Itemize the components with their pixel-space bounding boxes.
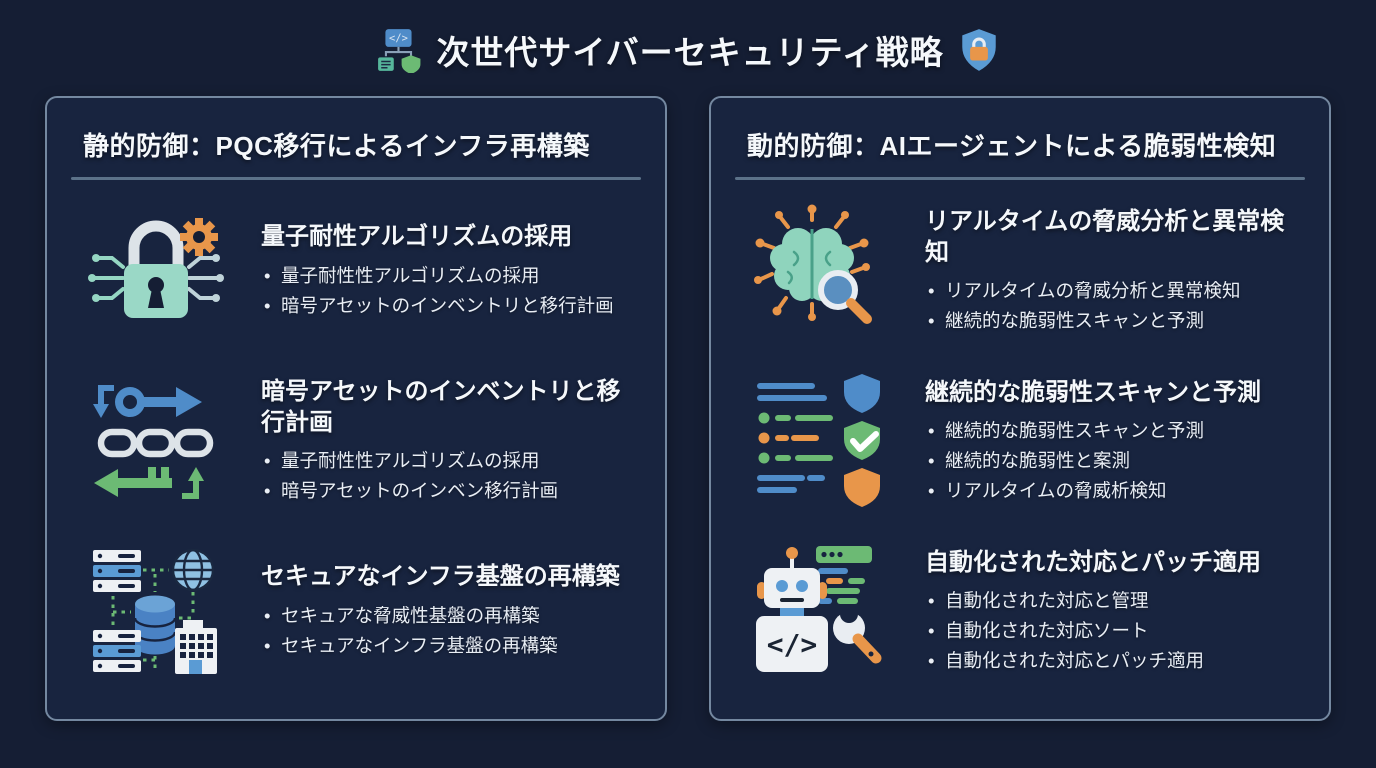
quantum-lock-gear-circuit-icon — [67, 197, 245, 347]
list-item: リアルタイムの脅威分析と異常検知 リアルタイムの脅威分析と異常検知 継続的な脆弱… — [731, 196, 1309, 348]
bullet-list: 量子耐性性アルゴリズムの採用 暗号アセットのインベントリと移行計画 — [261, 262, 614, 320]
item-text: 継続的な脆弱性スキャンと予測 継続的な脆弱性スキャンと予測 継続的な脆弱性と案測… — [925, 378, 1261, 507]
item-text: リアルタイムの脅威分析と異常検知 リアルタイムの脅威分析と異常検知 継続的な脆弱… — [925, 207, 1287, 337]
bullet-list: リアルタイムの脅威分析と異常検知 継続的な脆弱性スキャンと予測 — [925, 277, 1287, 335]
svg-text:</>: </> — [767, 628, 818, 661]
bullet-item: 量子耐性性アルゴリズムの採用 — [261, 447, 623, 475]
bullet-list: 継続的な脆弱性スキャンと予測 継続的な脆弱性と案測 リアルタイムの脅威析検知 — [925, 417, 1261, 504]
panel-header: 静的防御：PQC移行によるインフラ再構築 — [83, 131, 590, 161]
code-flowchart-shield-icon: </> — [376, 27, 422, 73]
bullet-item: 暗号アセットのインベン移行計画 — [261, 477, 623, 505]
item-title: セキュアなインフラ基盤の再構築 — [261, 563, 620, 591]
item-title: 量子耐性アルゴリズムの採用 — [261, 223, 573, 251]
shield-lock-icon — [958, 27, 1000, 73]
bullet-item: 自動化された対応とパッチ適用 — [925, 647, 1261, 675]
bullet-item: リアルタイムの脅威析検知 — [925, 477, 1261, 505]
item-title: リアルタイムの脅威分析と異常検知 — [925, 208, 1285, 266]
bullet-item: セキュアな脅威性基盤の再構築 — [261, 602, 620, 630]
page-title: 次世代サイバーセキュリティ戦略 — [436, 34, 944, 71]
list-item: 継続的な脆弱性スキャンと予測 継続的な脆弱性スキャンと予測 継続的な脆弱性と案測… — [731, 366, 1309, 518]
list-item: 暗号アセットのインベントリと移行計画 量子耐性性アルゴリズムの採用 暗号アセット… — [67, 366, 645, 518]
scan-checklist-shields-icon — [731, 367, 909, 517]
item-text: 自動化された対応とパッチ適用 自動化された対応と管理 自動化された対応ソート 自… — [925, 548, 1261, 677]
list-item: 量子耐性アルゴリズムの採用 量子耐性性アルゴリズムの採用 暗号アセットのインベン… — [67, 196, 645, 348]
svg-text:</>: </> — [389, 33, 408, 45]
panels-container: 静的防御：PQC移行によるインフラ再構築 — [45, 96, 1331, 721]
bullet-item: 自動化された対応と管理 — [925, 587, 1261, 615]
panel-dynamic-defense: 動的防御：AIエージェントによる脆弱性検知 — [709, 96, 1331, 721]
list-item: セキュアなインフラ基盤の再構築 セキュアな脅威性基盤の再構築 セキュアなインフラ… — [67, 536, 645, 688]
item-text: 暗号アセットのインベントリと移行計画 量子耐性性アルゴリズムの採用 暗号アセット… — [261, 377, 623, 507]
item-text: 量子耐性アルゴリズムの採用 量子耐性性アルゴリズムの採用 暗号アセットのインベン… — [261, 222, 614, 321]
item-title: 継続的な脆弱性スキャンと予測 — [925, 378, 1261, 406]
bullet-item: 継続的な脆弱性と案測 — [925, 447, 1261, 475]
panel-header: 動的防御：AIエージェントによる脆弱性検知 — [747, 131, 1277, 161]
item-title: 暗号アセットのインベントリと移行計画 — [261, 378, 621, 436]
bullet-list: セキュアな脅威性基盤の再構築 セキュアなインフラ基盤の再構築 — [261, 602, 620, 660]
automation-robot-wrench-icon: </> — [731, 537, 909, 687]
panel-header-divider — [71, 177, 641, 180]
bullet-item: リアルタイムの脅威分析と異常検知 — [925, 277, 1287, 305]
title-bar: </> 次世代サイバーセキュリティ戦略 — [0, 0, 1376, 96]
panel-static-defense: 静的防御：PQC移行によるインフラ再構築 — [45, 96, 667, 721]
bullet-item: 暗号アセットのインベントリと移行計画 — [261, 292, 614, 320]
panel-header-divider — [735, 177, 1305, 180]
list-item: </> 自動化された対応とパッチ適用 自動化された対応と管理 自動化された対応ソ… — [731, 536, 1309, 688]
bullet-item: 継続的な脆弱性スキャンと予測 — [925, 307, 1287, 335]
bullet-item: 自動化された対応ソート — [925, 617, 1261, 645]
item-text: セキュアなインフラ基盤の再構築 セキュアな脅威性基盤の再構築 セキュアなインフラ… — [261, 562, 620, 661]
bullet-list: 量子耐性性アルゴリズムの採用 暗号アセットのインベン移行計画 — [261, 447, 623, 505]
ai-brain-magnifier-icon — [731, 197, 909, 347]
secure-infrastructure-network-icon — [67, 537, 245, 687]
bullet-item: セキュアなインフラ基盤の再構築 — [261, 632, 620, 660]
item-title: 自動化された対応とパッチ適用 — [925, 548, 1261, 576]
bullet-item: 継続的な脆弱性スキャンと予測 — [925, 417, 1261, 445]
bullet-list: 自動化された対応と管理 自動化された対応ソート 自動化された対応とパッチ適用 — [925, 587, 1261, 674]
key-chain-migration-icon — [67, 367, 245, 517]
bullet-item: 量子耐性性アルゴリズムの採用 — [261, 262, 614, 290]
